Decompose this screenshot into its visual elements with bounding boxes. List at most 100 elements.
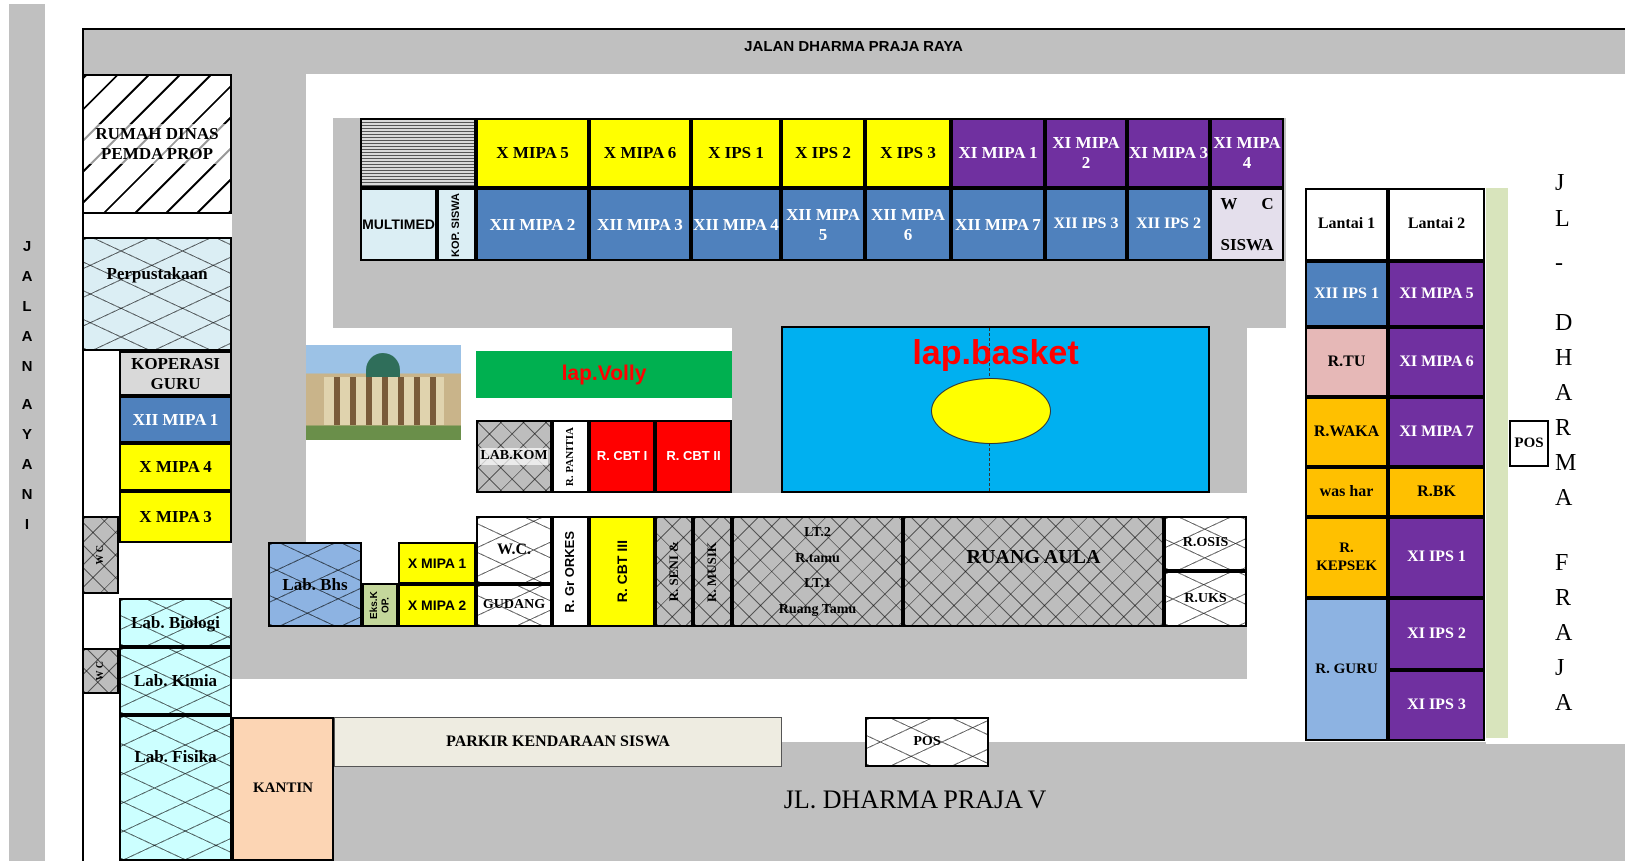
r-cbt1: R. CBT I	[589, 420, 655, 493]
wc-bottom-label: W.C.	[496, 540, 532, 558]
r-cbt1-label: R. CBT I	[596, 448, 648, 464]
ruang-aula: RUANG AULA	[903, 516, 1164, 627]
west-road-letter: I	[24, 516, 30, 533]
room-xii-ips2-label: XII IPS 2	[1136, 215, 1201, 233]
east-l2-xi-mipa6: XI MIPA 6	[1388, 327, 1485, 397]
west-road-letter: L	[22, 298, 32, 315]
east-l2-xi-ips3-label: XI IPS 3	[1407, 696, 1466, 714]
lap-basket: lap.basket	[781, 326, 1210, 493]
lab-fisika: Lab. Fisika	[119, 715, 232, 861]
east-l2-xi-ips2-label: XI IPS 2	[1407, 624, 1466, 642]
room-x-mipa1-bottom-label: X MIPA 1	[407, 554, 467, 571]
rumah-dinas: RUMAH DINAS PEMDA PROP	[82, 74, 232, 214]
room-x-ips3-label: X IPS 3	[880, 143, 936, 163]
east-l1-r-waka: R.WAKA	[1305, 397, 1388, 467]
r-cbt3: R. CBT III	[589, 516, 655, 627]
inner-ground-south	[232, 627, 1247, 679]
x-mipa4-west: X MIPA 4	[119, 443, 232, 491]
right-edge-letter: M	[1555, 450, 1577, 476]
west-road-letter: A	[21, 396, 33, 413]
lantai1-header: Lantai 1	[1305, 188, 1388, 261]
kantin: KANTIN	[232, 717, 334, 861]
r-gr-orkes: R. Gr ORKES	[552, 516, 589, 627]
wc-west-b: W C	[82, 648, 119, 694]
mosque-image	[306, 345, 461, 440]
east-l1-r-kepsek: R. KEPSEK	[1305, 517, 1388, 598]
pos-east-label: POS	[1514, 434, 1544, 451]
rumah-dinas-label: RUMAH DINAS PEMDA PROP	[84, 124, 230, 164]
west-road-letter: J	[22, 238, 32, 255]
eks-kop: Eks.K OP.	[362, 583, 398, 627]
wc-west-a-label: W C	[94, 545, 106, 565]
lab-kom-label: LAB.KOM	[480, 448, 548, 465]
room-x-ips1-label: X IPS 1	[708, 143, 764, 163]
right-edge-letter: R	[1555, 585, 1572, 611]
lt1-label: LT.1	[804, 576, 831, 592]
room-xii-mipa2: XII MIPA 2	[476, 188, 589, 261]
west-road-letter: Y	[21, 426, 32, 443]
r-cbt2: R. CBT II	[655, 420, 732, 493]
room-xii-mipa5: XII MIPA 5	[781, 188, 865, 261]
room-x-mipa1-bottom: X MIPA 1	[398, 542, 476, 584]
room-multimedia-label: MULTIMED	[362, 216, 435, 233]
right-edge-letter: D	[1555, 310, 1573, 336]
right-edge-letter: A	[1555, 690, 1573, 716]
room-xii-ips3-label: XII IPS 3	[1053, 215, 1119, 233]
west-road-letter: N	[21, 486, 33, 503]
west-road-letter: A	[21, 328, 33, 345]
xii-mipa1-west: XII MIPA 1	[119, 396, 232, 443]
pos-east: POS	[1509, 420, 1549, 467]
gudang: GUDANG	[476, 584, 552, 627]
room-xi-mipa3-label: XI MIPA 3	[1129, 143, 1209, 163]
xii-mipa1-west-label: XII MIPA 1	[132, 409, 219, 429]
room-xi-mipa2: XI MIPA 2	[1045, 118, 1127, 188]
west-road-letter: A	[21, 268, 33, 285]
ruang-tamu-label: Ruang Tamu	[778, 602, 857, 618]
outer-frame-west-line	[82, 74, 84, 861]
east-l1-xii-ips1-label: XII IPS 1	[1314, 284, 1379, 302]
lab-fisika-label: Lab. Fisika	[134, 747, 217, 766]
east-l2-xi-ips3: XI IPS 3	[1388, 670, 1485, 741]
lantai1-header-label: Lantai 1	[1317, 215, 1376, 233]
lab-biologi-label: Lab. Biologi	[131, 612, 220, 632]
lap-basket-label: lap.basket	[912, 334, 1079, 372]
room-xi-mipa1: XI MIPA 1	[951, 118, 1045, 188]
east-l2-r-bk: R.BK	[1388, 467, 1485, 517]
east-l1-was-har: was har	[1305, 467, 1388, 517]
east-l2-xi-mipa7: XI MIPA 7	[1388, 397, 1485, 467]
room-xii-mipa4: XII MIPA 4	[691, 188, 781, 261]
r-cbt2-label: R. CBT II	[666, 448, 721, 464]
room-kop-siswa-label: KOP. SISWA	[450, 192, 463, 257]
east-l2-xi-ips1-label: XI IPS 1	[1407, 548, 1466, 566]
wc-west-a: W C	[82, 516, 119, 594]
east-road	[1486, 74, 1625, 744]
right-edge-letter: F	[1555, 550, 1569, 576]
pos-south: POS	[865, 717, 989, 767]
lantai2-header-label: Lantai 2	[1407, 215, 1466, 233]
lab-kom: LAB.KOM	[476, 420, 552, 493]
room-xii-mipa4-label: XII MIPA 4	[693, 214, 779, 234]
room-xii-ips3: XII IPS 3	[1045, 188, 1127, 261]
south-road-label: JL. DHARMA PRAJA V	[783, 785, 1047, 814]
koperasi-guru: KOPERASI GURU	[119, 351, 232, 396]
r-tamu-label: R.tamu	[795, 550, 840, 566]
r-osis-label: R.OSIS	[1182, 535, 1229, 551]
room-xii-ips2: XII IPS 2	[1127, 188, 1210, 261]
pos-south-label: POS	[913, 733, 941, 749]
room-xi-mipa4: XI MIPA 4	[1210, 118, 1284, 188]
r-panitia-label: R. PANITIA	[564, 426, 577, 487]
east-l1-r-guru: R. GURU	[1305, 598, 1388, 741]
east-l2-xi-mipa7-label: XI MIPA 7	[1399, 422, 1474, 440]
wc-siswa-bottom-label: SISWA	[1220, 235, 1274, 255]
room-x-ips1: X IPS 1	[691, 118, 781, 188]
east-l1-r-tu-label: R.TU	[1327, 352, 1366, 370]
r-musik: R. MUSIK	[693, 516, 732, 627]
room-multimedia: MULTIMED	[360, 188, 437, 261]
perpustakaan: Perpustakaan	[82, 237, 232, 351]
wc-bottom: W.C.	[476, 516, 552, 584]
east-l1-r-tu: R.TU	[1305, 327, 1388, 397]
room-x-mipa5-label: X MIPA 5	[496, 143, 569, 163]
right-edge-letter: J	[1555, 170, 1565, 196]
room-xi-mipa1-label: XI MIPA 1	[958, 143, 1038, 163]
